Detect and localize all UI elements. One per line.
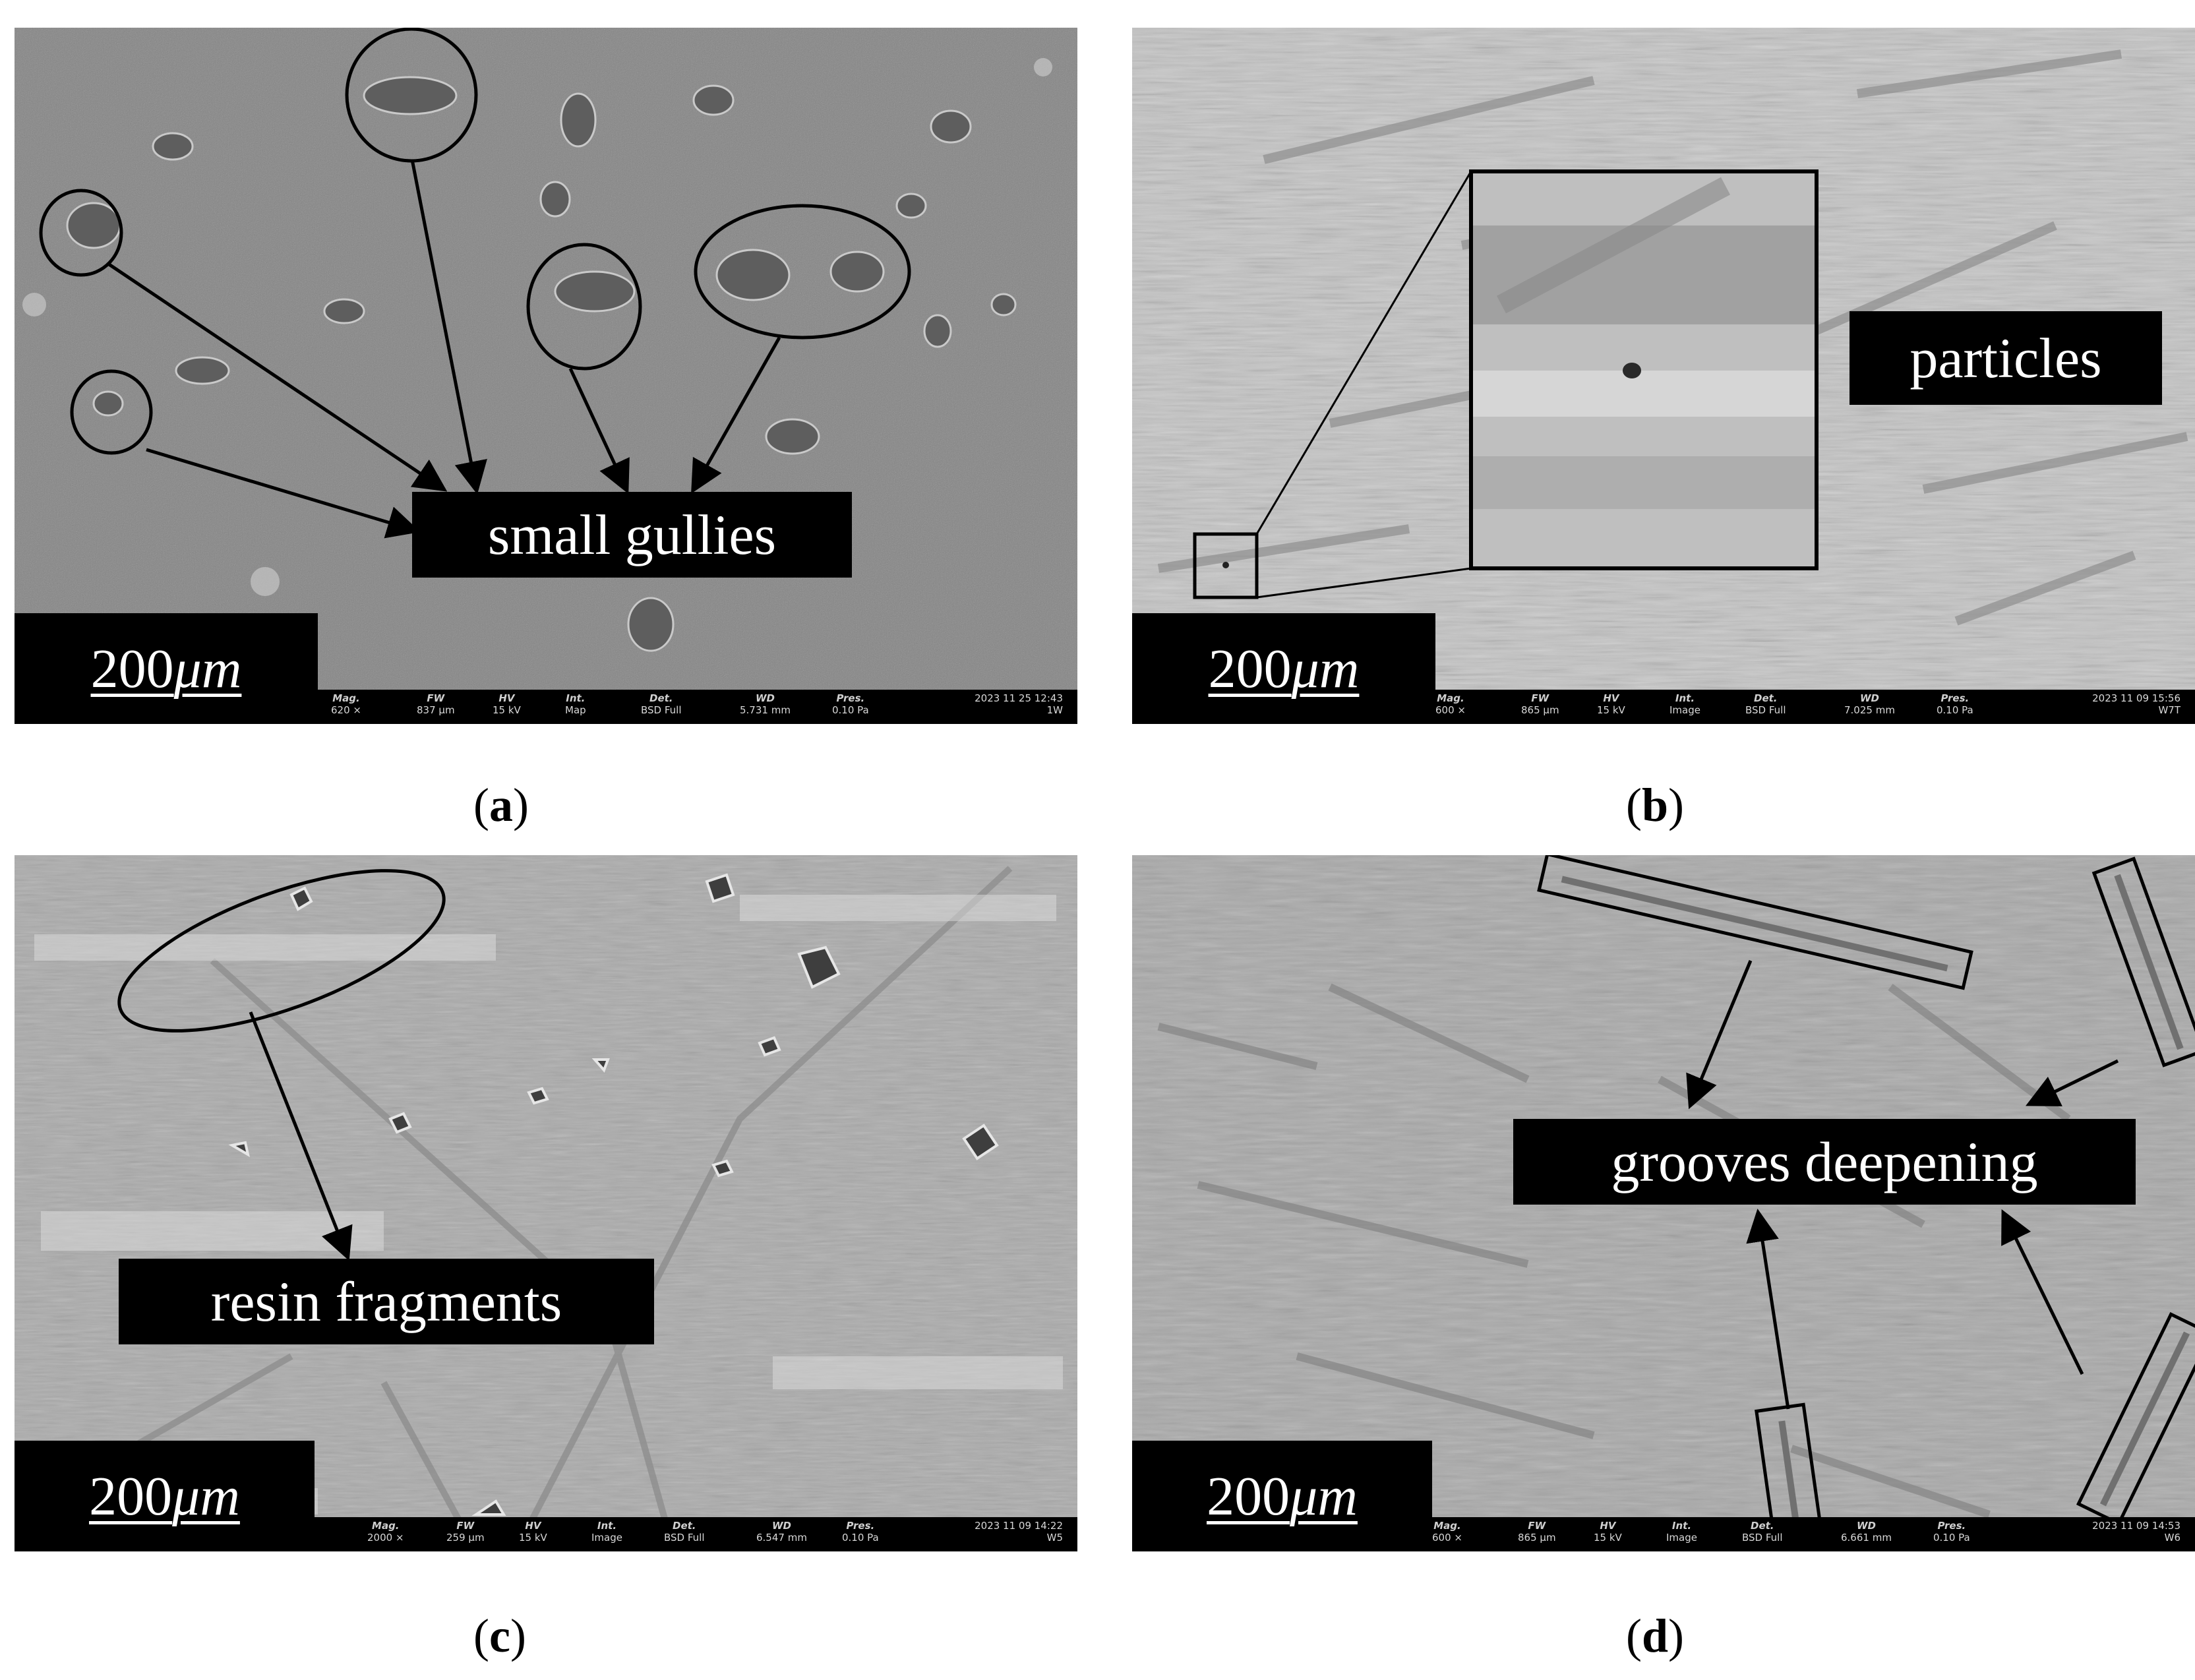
label-small-gullies: small gullies	[412, 492, 852, 578]
caption-a: (a)	[473, 779, 529, 831]
label-grooves-deepening: grooves deepening	[1513, 1119, 2136, 1205]
caption-c: (c)	[473, 1609, 526, 1662]
sem-texture-a	[15, 28, 1077, 724]
scale-bar-c: 200μm	[15, 1441, 315, 1551]
label-particles: particles	[1849, 311, 2162, 405]
scale-bar-a: 200μm	[15, 613, 318, 724]
scale-bar-d: 200μm	[1132, 1441, 1432, 1551]
label-resin-fragments: resin fragments	[119, 1259, 654, 1344]
caption-d: (d)	[1626, 1609, 1685, 1662]
scale-bar-b: 200μm	[1132, 613, 1435, 724]
caption-b: (b)	[1626, 779, 1685, 831]
